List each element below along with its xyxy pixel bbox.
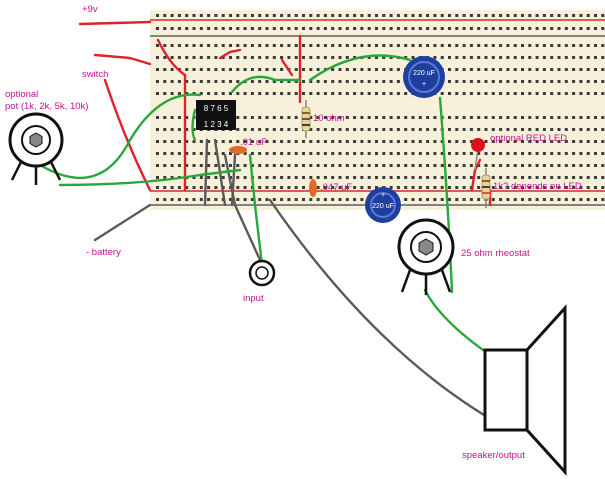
label-switch: switch: [82, 69, 108, 80]
ic-chip: 8 7 6 5 1 2 3 4: [196, 100, 236, 130]
red-wires: [78, 20, 492, 207]
label-led: optional RED LED: [490, 133, 567, 144]
rheostat: [397, 218, 455, 295]
ceramic-capacitor-047uf: [309, 179, 317, 197]
red-led: [471, 138, 485, 171]
label-cap-01: .01 uF: [240, 137, 267, 148]
resistor-10-ohm: [301, 100, 311, 138]
ceramic-capacitor-01uf: [229, 146, 247, 154]
electrolytic-capacitor-bottom: 220 uF +: [365, 187, 401, 223]
label-supply: +9v: [82, 4, 98, 15]
label-input: input: [243, 293, 264, 304]
speaker: [483, 304, 567, 476]
svg-text:+: +: [381, 192, 385, 199]
label-battery: - battery: [86, 247, 121, 258]
green-wires: [38, 54, 492, 357]
label-res-1k: 1k? depends on LED: [493, 181, 582, 192]
input-jack: [248, 259, 276, 287]
label-cap-047: .047 uF: [320, 182, 352, 193]
label-pot-line1: optional: [5, 89, 38, 100]
label-rheostat: 25 ohm rheostat: [461, 248, 530, 259]
optional-pot: [8, 112, 64, 185]
electrolytic-capacitor-top: 220 uF +: [403, 56, 445, 98]
label-speaker: speaker/output: [462, 450, 525, 461]
label-pot-line2: pot (1k, 2k, 5k, 10k): [5, 101, 88, 112]
chip-top-pins: 8 7 6 5: [204, 104, 229, 113]
chip-bottom-pins: 1 2 3 4: [204, 120, 229, 129]
resistor-1k: [481, 168, 491, 208]
cap-top-value: 220 uF: [413, 70, 435, 77]
label-res-10: 10 ohm: [313, 113, 345, 124]
cap-bottom-value: 220 uF: [372, 203, 394, 210]
svg-text:+: +: [422, 81, 426, 88]
